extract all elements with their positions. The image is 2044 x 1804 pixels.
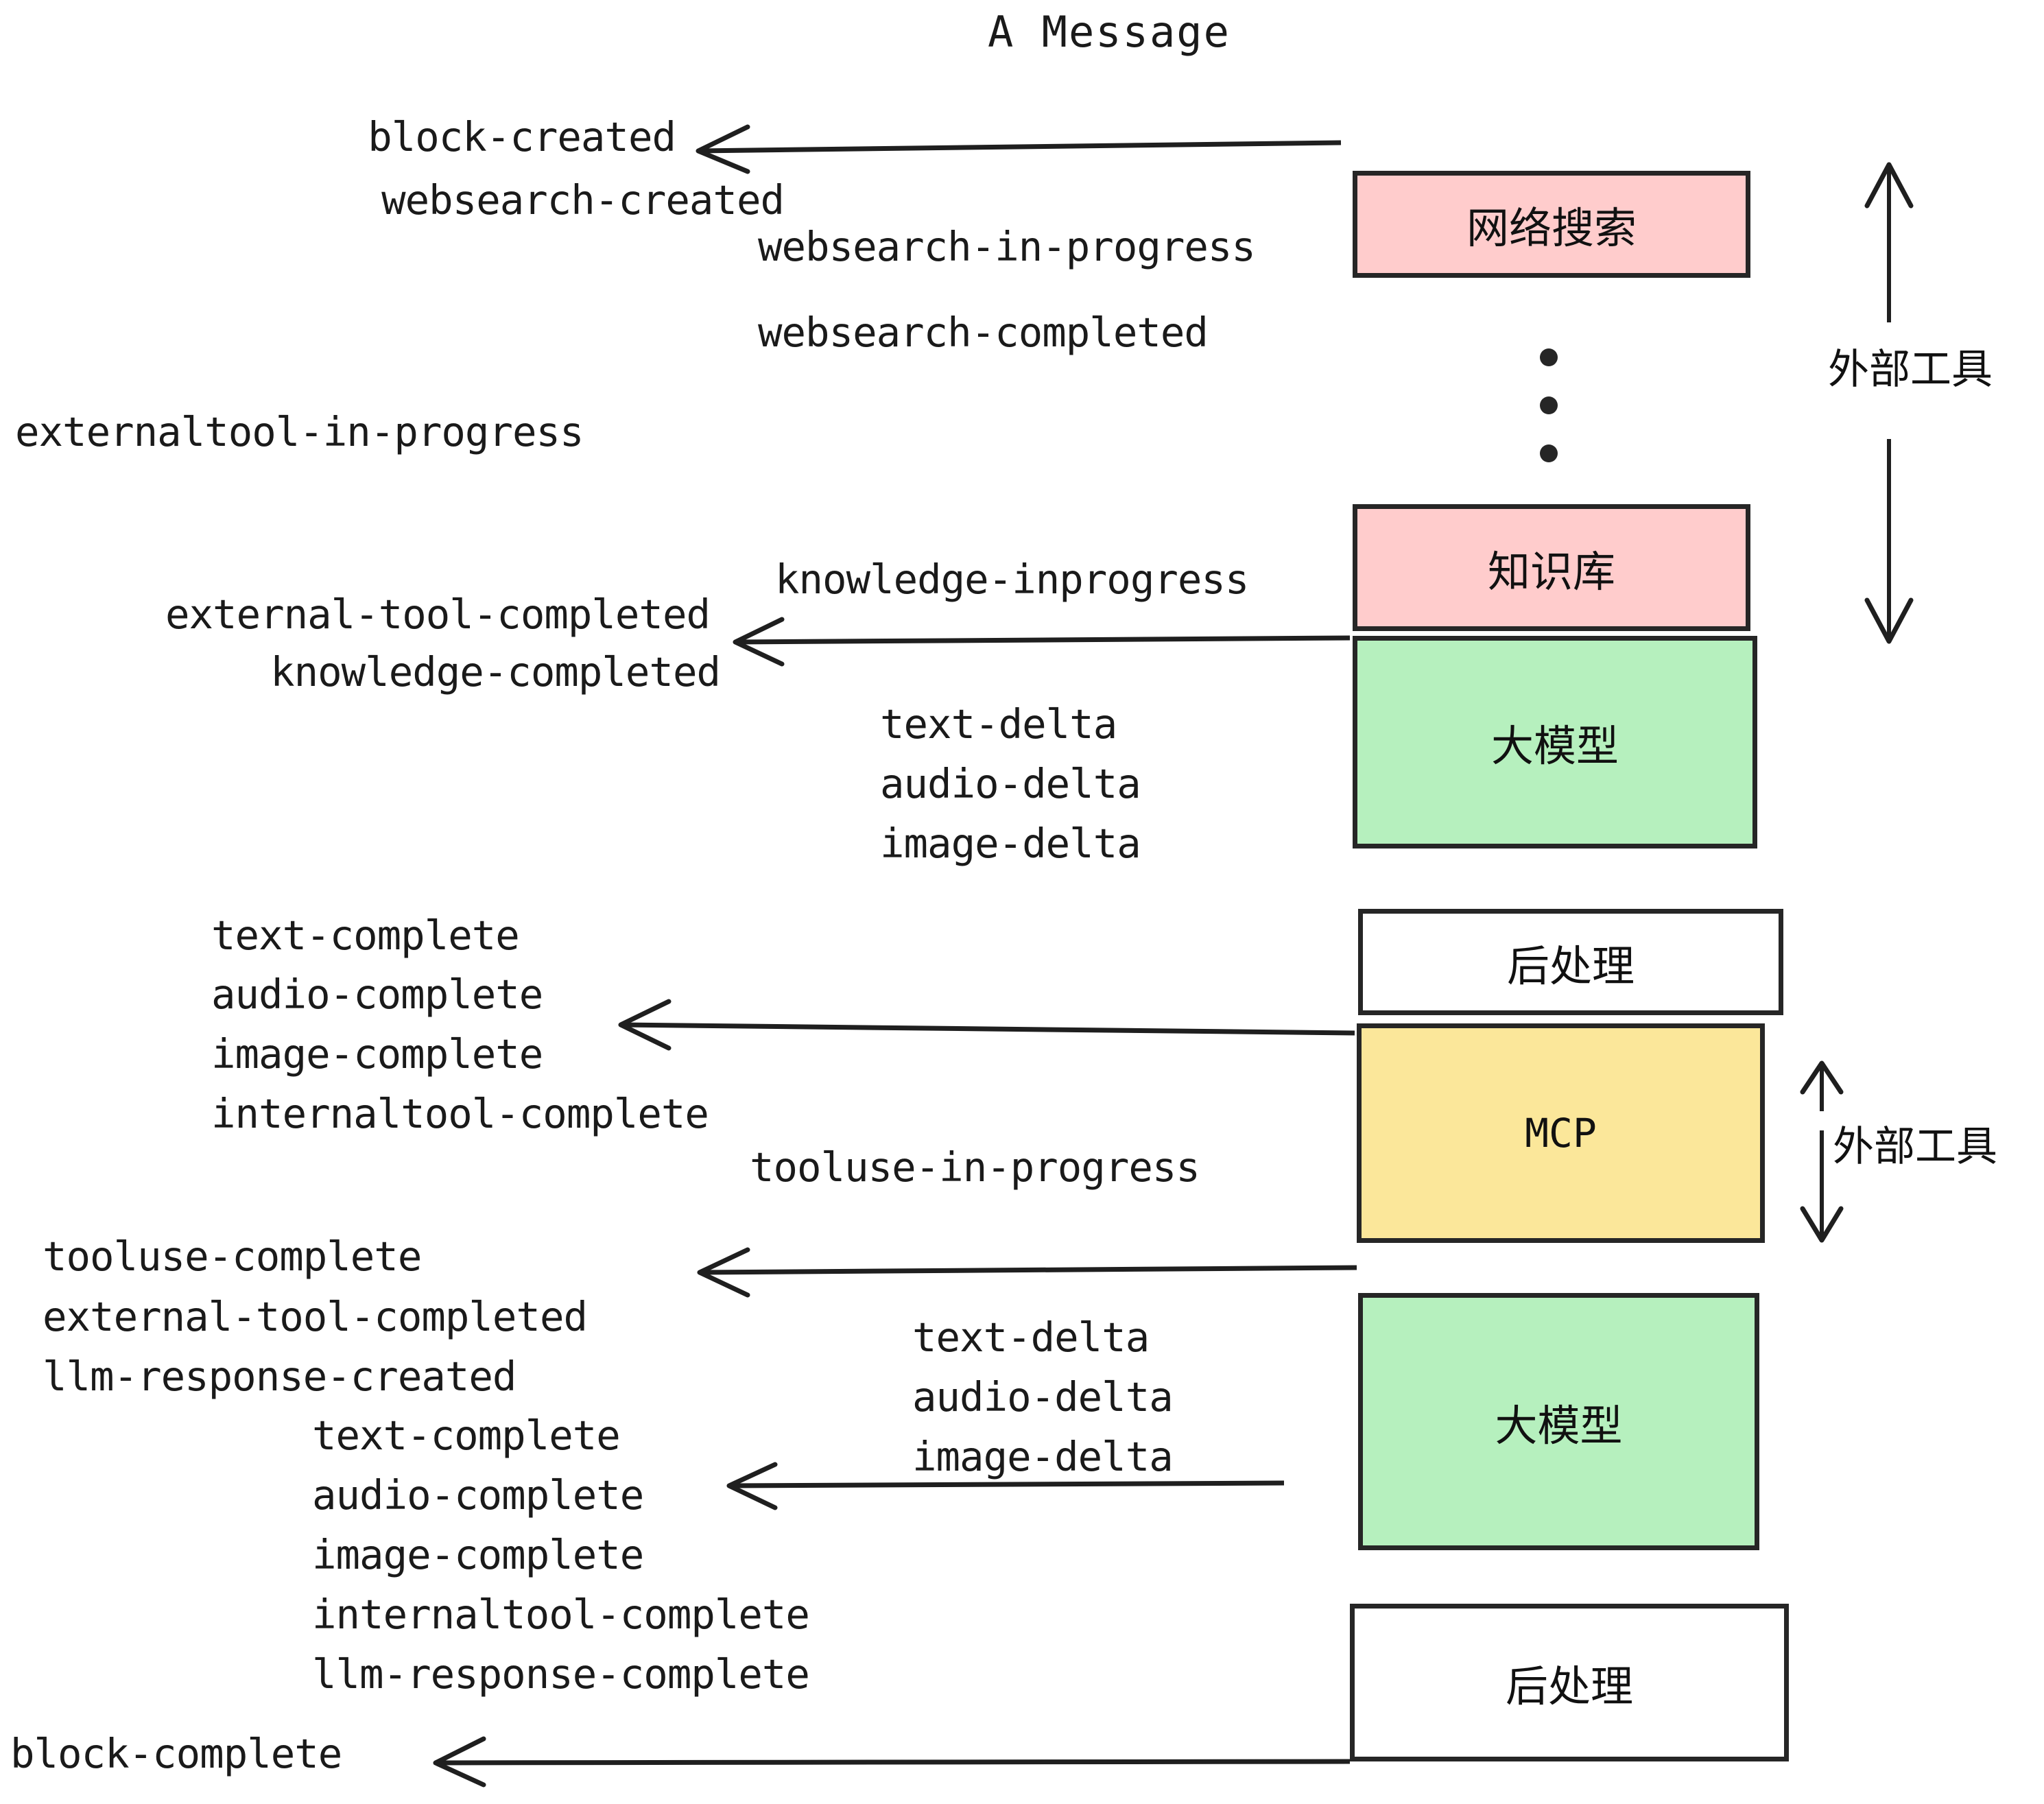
- event-label-knowledge-inprogress: knowledge-inprogress: [775, 556, 1249, 603]
- external-tools-arrow-top: [1864, 162, 1914, 644]
- arrow-mcp-to-tooluse-complete: [697, 1247, 1357, 1298]
- event-label-audio-complete-1: audio-complete: [211, 971, 543, 1018]
- box-postproc-1: 后处理: [1358, 909, 1783, 1015]
- event-label-text-complete-1: text-complete: [211, 912, 520, 959]
- side-label-external-tools-top: 外部工具: [1828, 346, 1993, 394]
- event-label-internaltool-complete-1: internaltool-complete: [211, 1090, 709, 1137]
- arrow-postproc1-to-imagecomplete: [618, 999, 1355, 1051]
- event-label-text-delta-1: text-delta: [880, 700, 1117, 748]
- external-tools-arrow-bottom: [1800, 1060, 1844, 1243]
- event-label-text-delta-2: text-delta: [912, 1314, 1150, 1361]
- event-label-knowledge-completed: knowledge-completed: [270, 648, 721, 696]
- event-label-block-complete: block-complete: [10, 1730, 342, 1777]
- event-label-externaltool-in-progress: externaltool-in-progress: [15, 408, 584, 455]
- box-postproc-2: 后处理: [1350, 1604, 1789, 1761]
- arrow-websearch-to-blockcreated: [696, 124, 1342, 174]
- box-llm-1: 大模型: [1353, 636, 1757, 848]
- event-label-websearch-created: websearch-created: [381, 176, 785, 224]
- arrow-knowledge-to-completed: [733, 617, 1351, 667]
- event-label-external-tool-completed-1: external-tool-completed: [165, 591, 711, 638]
- event-label-websearch-completed: websearch-completed: [758, 309, 1209, 356]
- event-label-audio-complete-2: audio-complete: [312, 1471, 644, 1519]
- box-mcp: MCP: [1357, 1023, 1765, 1243]
- event-label-image-complete-1: image-complete: [211, 1030, 543, 1078]
- event-label-tooluse-in-progress: tooluse-in-progress: [750, 1143, 1200, 1191]
- event-label-tooluse-complete: tooluse-complete: [43, 1233, 422, 1280]
- event-label-audio-delta-1: audio-delta: [880, 760, 1141, 807]
- event-label-image-complete-2: image-complete: [312, 1531, 644, 1578]
- box-websearch: 网络搜索: [1353, 171, 1750, 278]
- ellipsis-dot-1: [1540, 348, 1558, 366]
- ellipsis-dot-3: [1540, 444, 1558, 462]
- side-label-external-tools-bottom: 外部工具: [1833, 1123, 1997, 1171]
- event-label-llm-response-created: llm-response-created: [43, 1353, 516, 1400]
- arrow-llm2-to-audiocomplete: [726, 1462, 1285, 1510]
- event-label-internaltool-complete-2: internaltool-complete: [312, 1591, 810, 1638]
- arrow-postproc2-to-blockcomplete: [433, 1736, 1351, 1788]
- box-llm-2: 大模型: [1358, 1293, 1759, 1550]
- event-label-image-delta-1: image-delta: [880, 820, 1141, 867]
- event-label-external-tool-completed-2: external-tool-completed: [43, 1293, 588, 1340]
- event-label-llm-response-complete: llm-response-complete: [312, 1650, 810, 1698]
- box-knowledge: 知识库: [1353, 504, 1750, 631]
- page-title: A Message: [988, 7, 1231, 57]
- event-label-text-complete-2: text-complete: [312, 1412, 621, 1459]
- event-label-block-created: block-created: [368, 113, 676, 161]
- event-label-image-delta-2: image-delta: [912, 1433, 1174, 1480]
- ellipsis-dot-2: [1540, 396, 1558, 414]
- event-label-audio-delta-2: audio-delta: [912, 1373, 1174, 1421]
- event-label-websearch-in-progress: websearch-in-progress: [758, 223, 1256, 270]
